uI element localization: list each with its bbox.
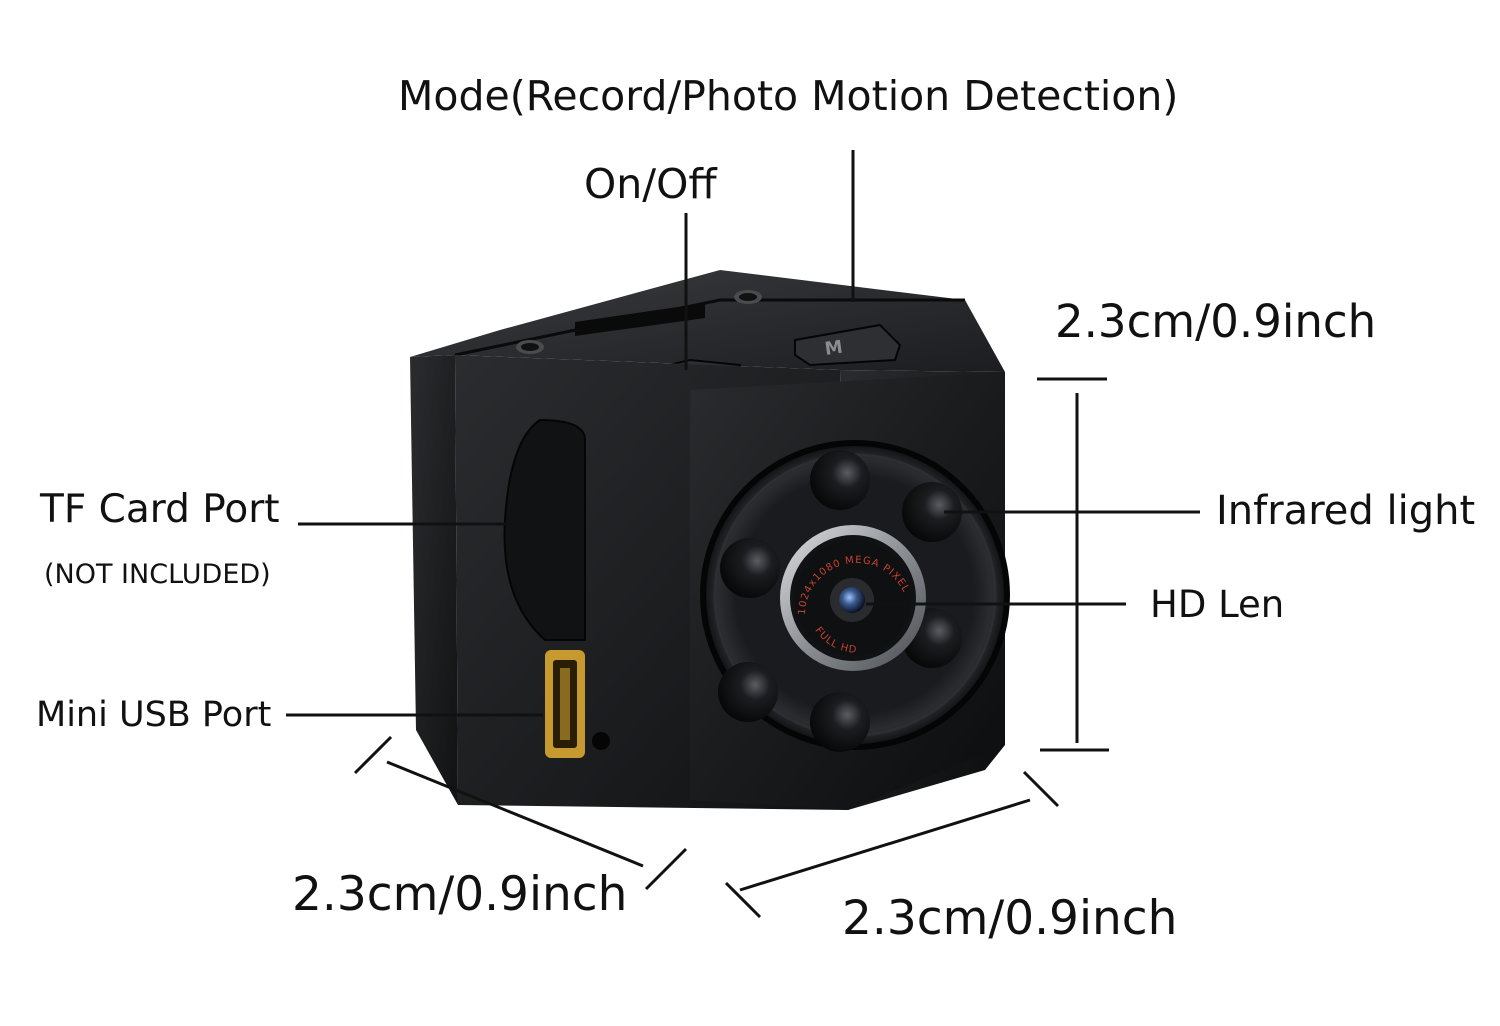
reset-hole: [592, 732, 610, 750]
mode-button[interactable]: M: [794, 323, 902, 367]
dimension-right-label: 2.3cm/0.9inch: [842, 891, 1178, 946]
camera-top-face: [410, 270, 1005, 372]
infrared-light-label: Infrared light: [1216, 488, 1476, 534]
svg-text:M: M: [823, 337, 844, 360]
infrared-led: [902, 482, 962, 542]
tf-card-note: (NOT INCLUDED): [44, 559, 271, 590]
dimension-height-marker: [1037, 377, 1109, 752]
camera-left-face: [410, 355, 458, 805]
tf-card-port-label: TF Card Port: [40, 487, 280, 532]
on-off-label: On/Off: [584, 160, 717, 208]
infrared-led: [810, 450, 870, 510]
hd-lens-label: HD Len: [1150, 583, 1285, 626]
dimension-left-marker: [353, 735, 688, 891]
mini-usb-port-label: Mini USB Port: [36, 695, 272, 735]
screw-icon: [516, 340, 544, 354]
screw-icon: [734, 290, 762, 304]
mini-usb-port[interactable]: [545, 650, 585, 758]
tf-card-slot[interactable]: [503, 418, 586, 641]
dimension-left-label: 2.3cm/0.9inch: [292, 867, 628, 922]
dimension-height-label: 2.3cm/0.9inch: [1055, 295, 1377, 348]
mode-label: Mode(Record/Photo Motion Detection): [398, 72, 1179, 120]
infrared-led: [718, 662, 778, 722]
infrared-led: [810, 692, 870, 752]
dimension-right-marker: [724, 770, 1060, 919]
infrared-led: [720, 538, 780, 598]
lens-glass: [839, 587, 865, 613]
